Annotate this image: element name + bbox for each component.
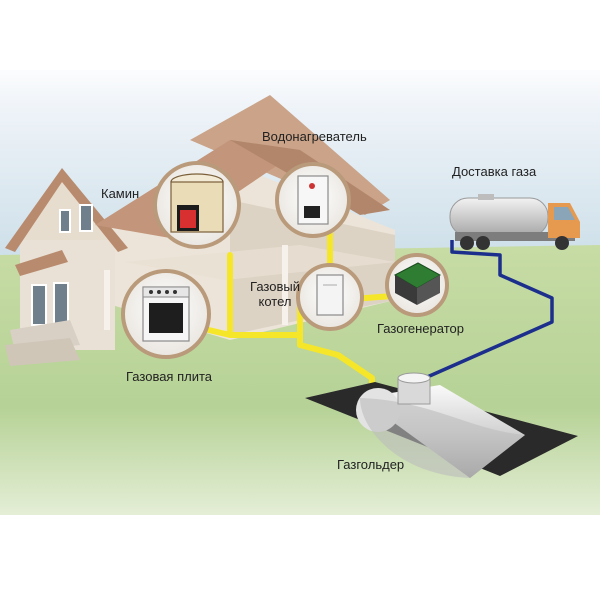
gas-generator-icon [385, 253, 449, 317]
fireplace-icon [153, 161, 241, 249]
label-gas-boiler-line1: Газовый [250, 279, 300, 294]
gas-stove-icon [121, 269, 211, 359]
delivery-pipe [424, 240, 554, 380]
label-gas-boiler: Газовый котел [240, 279, 310, 309]
water-heater-icon [275, 162, 351, 238]
label-gas-boiler-line2: котел [258, 294, 292, 309]
label-gas-delivery: Доставка газа [452, 164, 537, 179]
label-water-heater: Водонагреватель [262, 129, 367, 144]
label-gas-holder: Газгольдер [337, 457, 405, 472]
gas-holder-tank-icon [305, 372, 578, 478]
gas-truck-icon [449, 194, 580, 250]
gas-boiler-icon [296, 263, 364, 331]
label-fireplace: Камин [101, 186, 140, 201]
label-gas-generator: Газогенератор [377, 321, 464, 336]
label-gas-stove: Газовая плита [126, 369, 213, 384]
